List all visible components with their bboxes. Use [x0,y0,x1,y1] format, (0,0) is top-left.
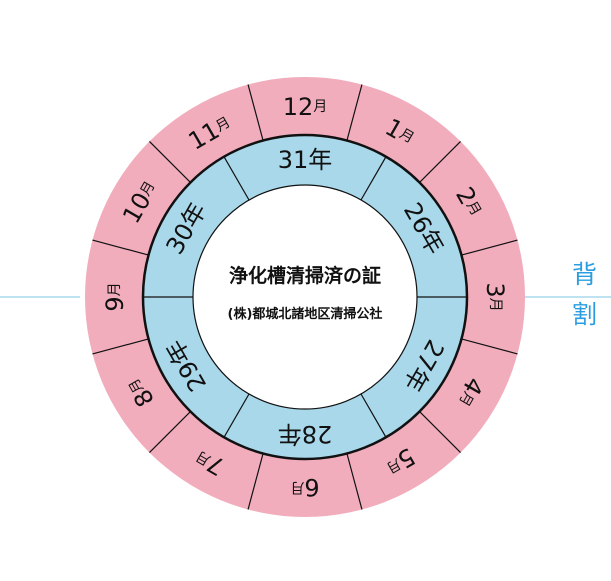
year-divider [223,156,250,201]
month-divider [149,411,191,453]
month-divider [92,239,149,256]
month-label-2: 2月 [450,182,489,221]
year-divider [360,393,387,438]
month-label-8: 8月 [121,372,160,411]
month-label-3: 3月 [481,282,509,311]
side-label-top: 背 [572,260,598,289]
year-divider [360,156,387,201]
center-disc [192,184,418,410]
center-subtitle: (株)都城北諸地区清掃公社 [228,306,383,322]
month-divider [346,84,363,141]
month-divider [461,338,518,355]
month-label-4: 4月 [450,372,489,411]
month-divider [247,453,264,510]
year-label-31: 31年 [278,146,333,174]
month-divider [419,141,461,183]
month-divider [92,338,149,355]
month-label-6: 6月 [290,473,319,501]
year-label-28: 28年 [278,420,333,448]
center-title: 浄化槽清掃済の証 [229,264,381,287]
month-label-12: 12月 [283,93,328,121]
month-divider [419,411,461,453]
month-divider [149,141,191,183]
month-label-9: 9月 [101,282,129,311]
month-divider [461,239,518,256]
month-divider [346,453,363,510]
month-divider [247,84,264,141]
year-divider [223,393,250,438]
side-label-bottom: 割 [572,300,598,329]
month-label-5: 5月 [380,442,419,481]
